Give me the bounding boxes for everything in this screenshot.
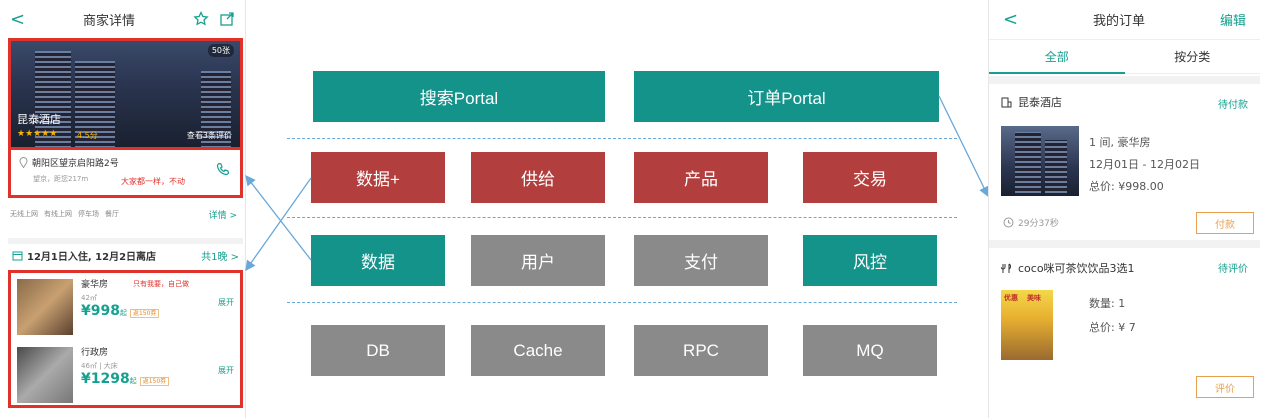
order-tabs: 全部 按分类 — [989, 40, 1260, 74]
star-icon[interactable] — [193, 11, 209, 27]
data-plus-box: 数据+ — [311, 152, 445, 203]
stay-dates-row[interactable]: 12月1日入住, 12月2日离店 共1晚 > — [8, 238, 243, 266]
room-name: 行政房 — [81, 348, 109, 358]
layer-divider — [287, 138, 957, 139]
drink-thumbnail: 优惠 美味 — [1001, 290, 1053, 360]
rpc-box: RPC — [634, 325, 768, 376]
photo-count: 50张 — [207, 44, 234, 57]
back-icon[interactable]: < — [1003, 9, 1019, 30]
db-box: DB — [311, 325, 445, 376]
supply-box: 供给 — [471, 152, 605, 203]
cache-box: Cache — [471, 325, 605, 376]
order-card[interactable]: coco咪可茶饮饮品3选1 待评价 优惠 美味 数量: 1 总价: ¥ 7 评价 — [989, 248, 1260, 408]
order-qty: 数量: 1 — [1089, 297, 1126, 310]
coupon-tag: 返150券 — [129, 309, 160, 318]
order-card[interactable]: 昆泰酒店 待付款 1 间, 豪华房 12月01日 - 12月02日 总价: ¥9… — [989, 84, 1260, 240]
hotel-photo[interactable]: 50张 昆泰酒店 ★★★★★ 4.5分 查看3条评价 — [8, 38, 243, 150]
payment-box: 支付 — [634, 235, 768, 286]
restaurant-icon: 餐厅 — [105, 210, 119, 218]
shop-name: 昆泰酒店 — [1018, 96, 1062, 109]
expand-button[interactable]: 展开 — [218, 366, 234, 375]
location-pin-icon — [19, 157, 28, 168]
countdown: 29分37秒 — [1018, 219, 1059, 229]
room-area: 42㎡ — [81, 294, 97, 302]
hotel-name: 昆泰酒店 — [17, 113, 61, 126]
review-button[interactable]: 评价 — [1196, 376, 1254, 398]
search-portal-box: 搜索Portal — [313, 71, 605, 122]
mq-box: MQ — [803, 325, 937, 376]
address-text: 朝阳区望京启阳路2号 — [32, 159, 119, 169]
data-box: 数据 — [311, 235, 445, 286]
annotation-shared: 大家都一样，不动 — [121, 177, 185, 186]
tab-all[interactable]: 全部 — [989, 40, 1125, 74]
promo-label-2: 美味 — [1027, 294, 1041, 302]
room-price: ¥1298 — [81, 371, 130, 387]
expand-button[interactable]: 展开 — [218, 298, 234, 307]
merchant-topbar: < 商家详情 — [0, 0, 245, 38]
clock-icon — [1003, 217, 1014, 228]
coupon-tag: 返150券 — [139, 377, 170, 386]
promo-label: 优惠 — [1004, 294, 1018, 302]
rating-stars: ★★★★★ — [17, 129, 58, 139]
wifi-icon: 无线上网 — [10, 210, 38, 218]
order-dates: 12月01日 - 12月02日 — [1089, 158, 1200, 171]
my-orders-screen: < 我的订单 编辑 全部 按分类 昆泰酒店 待付款 1 间, 豪华房 12月01… — [988, 0, 1260, 418]
merchant-detail-screen: < 商家详情 50张 昆泰酒店 ★★★★★ 4.5分 查看3条评价 朝阳区望京启… — [0, 0, 246, 418]
room-name: 豪华房 — [81, 280, 109, 290]
trade-box: 交易 — [803, 152, 937, 203]
product-box: 产品 — [634, 152, 768, 203]
share-icon[interactable] — [219, 11, 235, 27]
hotel-thumbnail — [1001, 126, 1079, 196]
parking-icon: 停车场 — [78, 210, 99, 218]
building-icon — [1001, 97, 1012, 107]
cutlery-icon — [1001, 263, 1011, 273]
layer-divider — [287, 217, 957, 218]
orders-topbar: < 我的订单 编辑 — [989, 0, 1260, 40]
nights-count[interactable]: 共1晚 > — [201, 251, 239, 263]
annotation-custom: 只有我要，自己做 — [133, 280, 189, 288]
tab-category[interactable]: 按分类 — [1124, 40, 1260, 74]
room-info: 1 间, 豪华房 — [1089, 136, 1151, 149]
arrow-shared — [245, 174, 312, 261]
page-title: 我的订单 — [1093, 14, 1146, 29]
reviews-link[interactable]: 查看3条评价 — [186, 131, 232, 140]
distance-text: 望京，距您217m — [33, 175, 89, 183]
room-photo — [17, 279, 73, 335]
order-status: 待评价 — [1218, 264, 1248, 275]
room-price: ¥998 — [81, 303, 120, 319]
order-status: 待付款 — [1218, 100, 1248, 111]
price-suffix: 起 — [129, 377, 137, 385]
user-box: 用户 — [471, 235, 605, 286]
risk-control-box: 风控 — [803, 235, 937, 286]
price-suffix: 起 — [119, 309, 127, 317]
shop-name: coco咪可茶饮饮品3选1 — [1018, 262, 1135, 275]
address-card: 朝阳区望京启阳路2号 望京，距您217m 大家都一样，不动 — [8, 150, 243, 198]
room-item[interactable]: 行政房 46㎡ | 大床 ¥1298起返150券 展开 — [11, 341, 240, 409]
arrow-custom — [245, 177, 312, 272]
order-total: 总价: ¥998.00 — [1089, 180, 1164, 193]
edit-button[interactable]: 编辑 — [1219, 14, 1246, 29]
details-link[interactable]: 详情 > — [208, 210, 237, 221]
ethernet-icon: 有线上网 — [44, 210, 72, 218]
phone-icon[interactable] — [216, 162, 230, 176]
calendar-icon — [12, 251, 23, 260]
stay-dates: 12月1日入住, 12月2日离店 — [27, 251, 157, 263]
amenities-row: 无线上网 有线上网 停车场 餐厅 详情 > — [8, 198, 243, 230]
order-portal-box: 订单Portal — [634, 71, 939, 122]
arrow-order — [938, 95, 989, 198]
pay-button[interactable]: 付款 — [1196, 212, 1254, 234]
layer-divider — [287, 302, 957, 303]
room-list: 只有我要，自己做 豪华房 42㎡ ¥998起返150券 展开 行政房 46㎡ |… — [8, 270, 243, 408]
rating-score: 4.5分 — [77, 131, 98, 140]
room-area: 46㎡ | 大床 — [81, 362, 118, 370]
page-title: 商家详情 — [83, 13, 136, 29]
back-icon[interactable]: < — [10, 8, 26, 30]
order-total: 总价: ¥ 7 — [1089, 321, 1136, 334]
topbar-actions — [193, 11, 235, 27]
room-item[interactable]: 豪华房 42㎡ ¥998起返150券 展开 — [11, 273, 240, 341]
room-photo — [17, 347, 73, 403]
